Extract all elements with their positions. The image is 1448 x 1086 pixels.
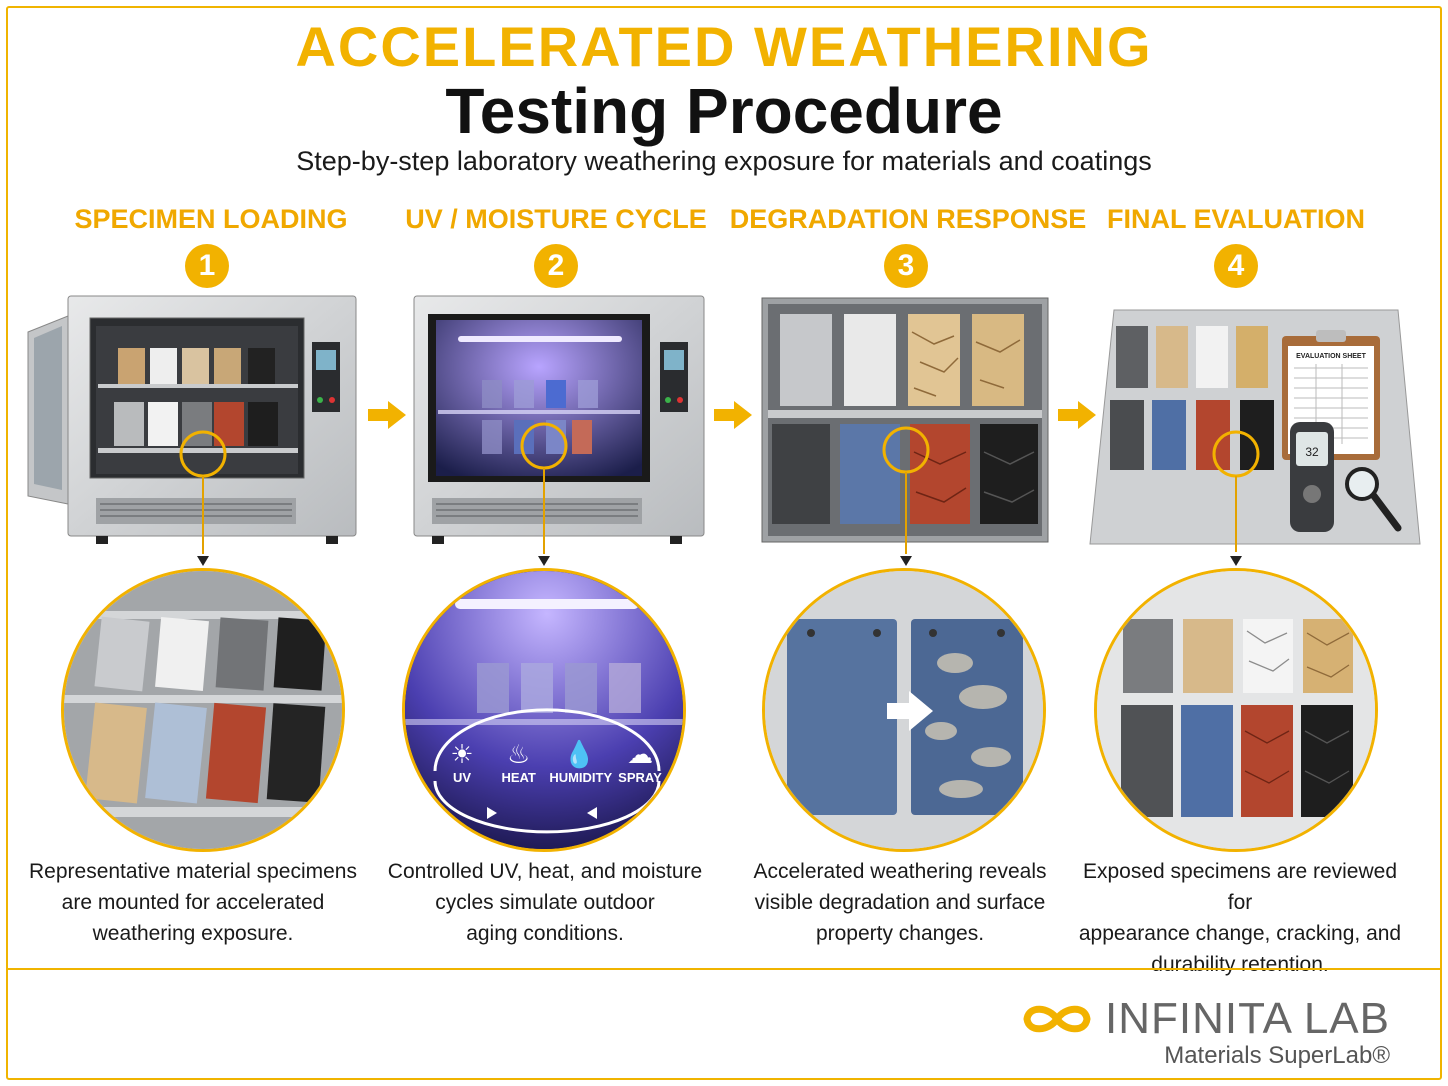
degraded-panels-rack-illustration [761,297,1049,554]
cycle-icon-heat: ♨ HEAT [493,738,545,798]
step-3-title: DEGRADATION RESPONSE [729,204,1087,234]
cycle-icon-label: UV [452,770,472,785]
final-evaluation-closeup [1094,568,1378,852]
caption-line: Representative material specimens [29,860,357,883]
cycle-icon-row: ☀ UV ♨ HEAT 💧 HUMIDITY ☁ SPRAY [436,738,666,798]
connector-arrowhead-3 [900,556,912,566]
caption-line: Exposed specimens are reviewed for [1083,860,1397,914]
cycle-icon-label: SPRAY [618,770,662,785]
page-title-accent: ACCELERATED WEATHERING [295,15,1153,78]
step-arrow-2-to-3-icon [714,401,752,429]
caption-line: appearance change, cracking, and [1078,922,1402,945]
uv-chamber-illustration [413,295,705,554]
specimen-loading-closeup [61,568,345,852]
uv-cycle-closeup [402,568,686,852]
connector-arrowhead-1 [197,556,209,566]
cycle-icon-spray: ☁ SPRAY [614,738,666,798]
cycle-icon-uv: ☀ UV [436,738,488,798]
heat-icon: ♨ [507,739,531,769]
brand-tagline: Materials SuperLab® [1164,1042,1390,1069]
brand-name: INFINITA LAB [1104,994,1390,1043]
page-subtitle: Step-by-step laboratory weathering expos… [296,146,1152,176]
step-arrow-1-to-2-icon [368,401,406,429]
caption-line: aging conditions. [466,922,624,945]
page-frame [6,6,1442,1080]
step-4-number-badge: 4 [1214,244,1258,288]
connector-arrowhead-4 [1230,556,1242,566]
sun-icon: ☀ [450,739,474,769]
step-1-caption: Representative material specimens are mo… [23,856,363,949]
cloud-rain-icon: ☁ [626,739,653,769]
step-arrow-3-to-4-icon [1058,401,1096,429]
page-title: Testing Procedure [445,75,1003,147]
caption-line: are mounted for accelerated [61,891,325,914]
cycle-icon-humidity: 💧 HUMIDITY [549,738,613,798]
meter-reading: 32 [1305,445,1319,459]
footer-divider [8,968,1440,970]
step-3-number-badge: 3 [884,244,928,288]
connector-arrowhead-2 [538,556,550,566]
step-1-title: SPECIMEN LOADING [74,204,348,234]
step-4-title: FINAL EVALUATION [1107,204,1365,234]
step-1-number-badge: 1 [185,244,229,288]
comparison-arrow-icon [887,691,933,731]
evaluation-sheet-title: EVALUATION SHEET [1296,353,1366,360]
cycle-icon-label: HEAT [501,770,536,785]
infinity-logo-icon [1023,1005,1091,1033]
caption-line: property changes. [815,922,985,945]
caption-line: Accelerated weathering reveals [753,860,1047,883]
evaluation-table-illustration: EVALUATION SHEET 32 [1089,309,1421,552]
step-4-caption: Exposed specimens are reviewed for appea… [1070,856,1410,980]
brand-logo: INFINITA LAB Materials SuperLab® [1019,994,1390,1070]
step-2-caption: Controlled UV, heat, and moisture cycles… [375,856,715,949]
cycle-icon-label: HUMIDITY [549,770,613,785]
caption-line: weathering exposure. [92,922,294,945]
caption-line: Controlled UV, heat, and moisture [387,860,703,883]
caption-line: cycles simulate outdoor [435,891,655,914]
caption-line: visible degradation and surface [754,891,1046,914]
step-2-title: UV / MOISTURE CYCLE [405,204,707,234]
droplet-icon: 💧 [563,739,596,769]
step-3-caption: Accelerated weathering reveals visible d… [730,856,1070,949]
step-2-number-badge: 2 [534,244,578,288]
caption-line: durability retention. [1151,953,1329,976]
connector-arrowheads [197,556,1242,566]
weathering-chamber-open-illustration [27,295,357,554]
degradation-closeup [762,568,1046,852]
